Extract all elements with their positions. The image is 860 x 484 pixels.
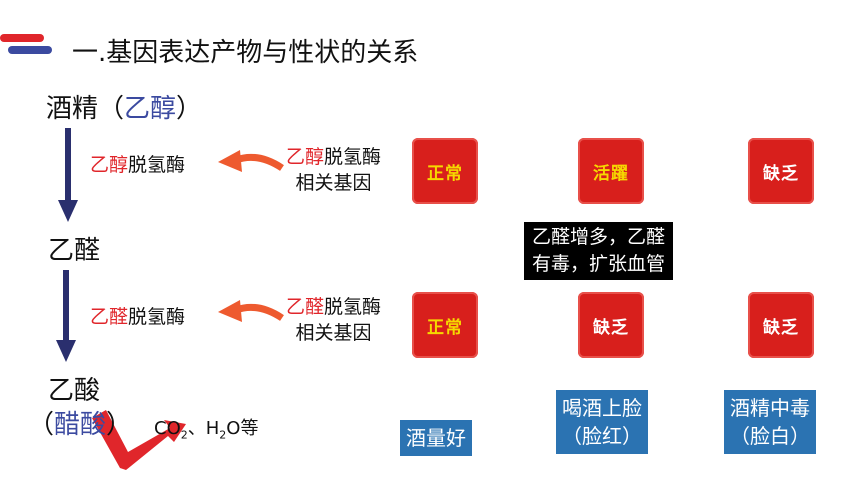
phenotype-flush: 喝酒上脸 （脸红）: [556, 390, 648, 454]
substance-ethanol: 酒精（乙醇）: [46, 94, 203, 124]
seal-lacking-3: 缺乏: [748, 292, 814, 358]
gene-label-2: 乙醛脱氢酶 相关基因: [286, 296, 382, 344]
down-arrow-acetaldehyde-to-acetic: [56, 270, 76, 362]
seal-lacking: 缺乏: [748, 138, 814, 204]
substance-acetic-acid: 乙酸: [48, 376, 101, 406]
acetaldehyde-note: 乙醛增多，乙醛 有毒，扩张血管: [524, 222, 674, 280]
seal-lacking-2: 缺乏: [578, 292, 644, 358]
gene-label-1: 乙醇脱氢酶 相关基因: [286, 146, 382, 194]
phenotype-poisoning: 酒精中毒 （脸白）: [724, 390, 816, 454]
phenotype-good-tolerance: 酒量好: [400, 420, 472, 456]
substance-acetaldehyde: 乙醛: [48, 236, 101, 266]
header-decoration: [0, 34, 52, 54]
page-title: 一.基因表达产物与性状的关系: [72, 38, 419, 68]
products-label: CO2、H2O等: [154, 418, 259, 442]
enzyme-label-2: 乙醛脱氢酶: [90, 306, 186, 328]
seal-active: 活躍: [578, 138, 644, 204]
enzyme-label-1: 乙醇脱氢酶: [90, 154, 186, 176]
seal-normal-2: 正常: [412, 292, 478, 358]
down-arrow-ethanol-to-acetaldehyde: [58, 128, 78, 222]
seal-normal: 正常: [412, 138, 478, 204]
substance-vinegar: （醋酸）: [28, 410, 133, 440]
zigzag-arrow-to-products: [92, 410, 186, 470]
curved-arrow-gene1-to-enzyme1: [218, 150, 284, 172]
curved-arrow-gene2-to-enzyme2: [218, 300, 284, 322]
